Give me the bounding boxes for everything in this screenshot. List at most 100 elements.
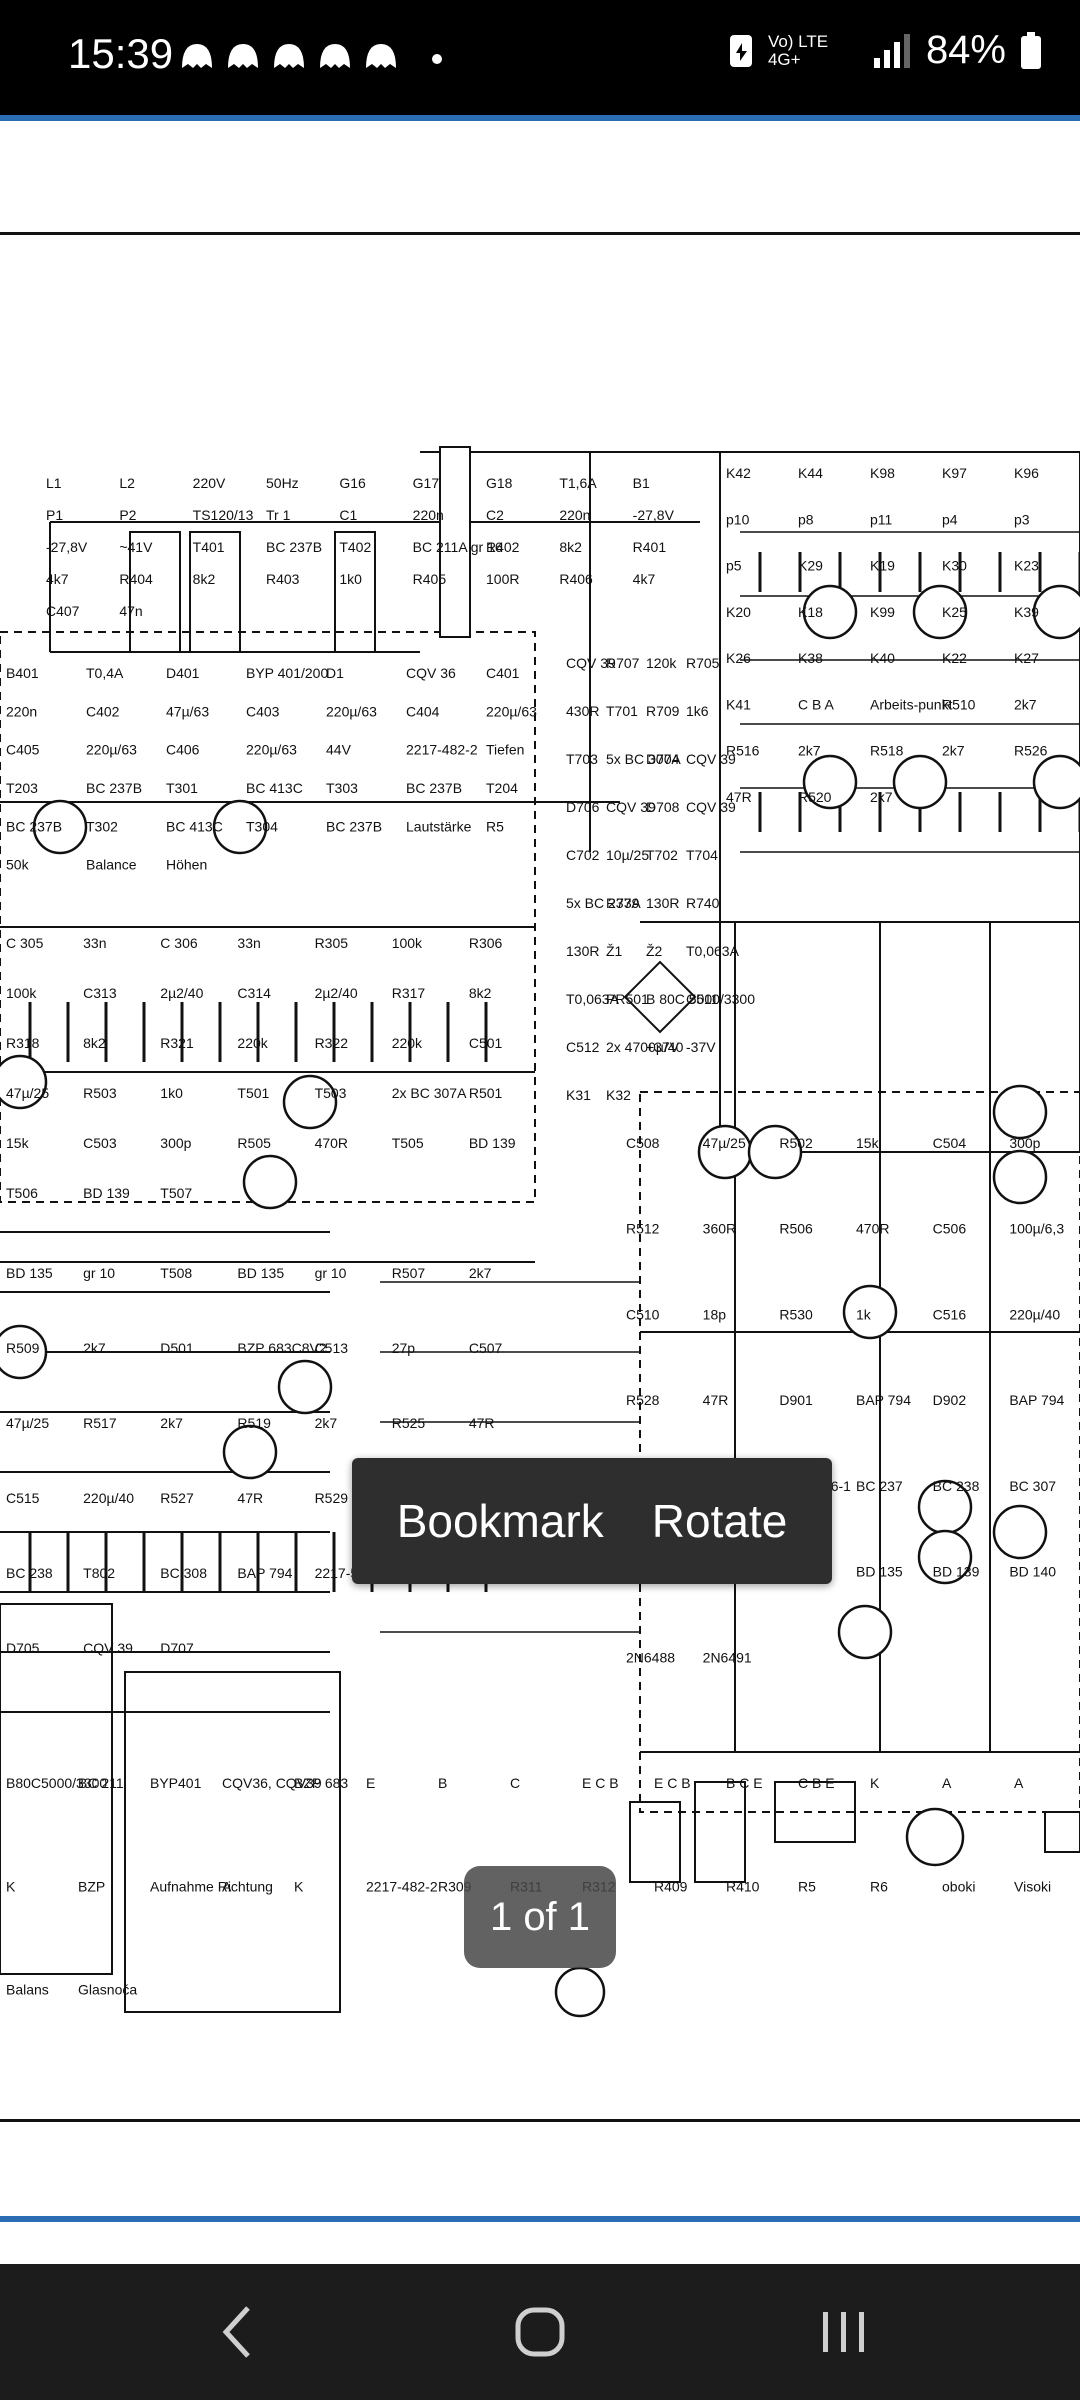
schematic-block (694, 1781, 746, 1883)
schematic-label: R5 (486, 818, 504, 834)
home-button[interactable] (440, 2264, 640, 2400)
schematic-label: R509 (6, 1340, 40, 1356)
schematic-label: L1 (46, 475, 62, 491)
schematic-block (439, 446, 471, 638)
schematic-label: Lautstärke (406, 818, 472, 834)
schematic-label: BD 135 (856, 1564, 903, 1580)
transistor-symbol (242, 1154, 298, 1210)
schematic-label: 47R (237, 1490, 263, 1506)
schematic-label: R739 (606, 895, 640, 911)
schematic-label: T802 (83, 1565, 115, 1581)
schematic-label: 1k0 (160, 1085, 183, 1101)
schematic-label: K40 (870, 650, 895, 666)
schematic-label: E (366, 1775, 375, 1791)
schematic-label: 220n (559, 507, 590, 523)
schematic-label: Aufnahme Richtung (150, 1878, 273, 1894)
schematic-label: C B A (798, 696, 834, 712)
recents-button[interactable] (744, 2264, 944, 2400)
schematic-label: C 305 (6, 935, 44, 951)
schematic-label: T506 (6, 1185, 38, 1201)
schematic-label: K42 (726, 465, 751, 481)
schematic-label: 1k (856, 1306, 872, 1322)
schematic-label: BC 237B (86, 780, 142, 796)
schematic-label: 18p (703, 1306, 727, 1322)
schematic-label: 2x 4700µ/40 (606, 1039, 684, 1055)
schematic-label: 100R (486, 571, 519, 587)
transistor-symbol (0, 1324, 48, 1380)
ghost-notification-icon (274, 44, 304, 68)
schematic-label: BC 307 (1009, 1478, 1056, 1494)
schematic-label: C515 (6, 1490, 40, 1506)
transistor-symbol (32, 799, 88, 855)
schematic-label: 300p (160, 1135, 191, 1151)
schematic-label: C516 (933, 1306, 967, 1322)
schematic-label: R516 (726, 743, 760, 759)
schematic-label: K19 (870, 558, 895, 574)
schematic-label: T303 (326, 780, 358, 796)
schematic-label: D401 (166, 665, 200, 681)
schematic-label: R507 (392, 1265, 426, 1281)
schematic-label: 100k (6, 985, 37, 1001)
schematic-label: K (6, 1878, 16, 1894)
schematic-label: C405 (6, 742, 40, 758)
schematic-block (124, 1671, 341, 2013)
schematic-label: BD 139 (469, 1135, 516, 1151)
schematic-label: B (438, 1775, 447, 1791)
schematic-label: 2k7 (83, 1340, 106, 1356)
transistor-symbol (905, 1807, 965, 1867)
schematic-label: 220V (193, 475, 226, 491)
schematic-label: C 306 (160, 935, 198, 951)
schematic-label: D707 (160, 1640, 194, 1656)
schematic-label: Balans (6, 1982, 49, 1998)
schematic-label: K29 (798, 558, 823, 574)
schematic-label: R512 (626, 1221, 660, 1237)
schematic-label: C510 (626, 1306, 660, 1322)
schematic-label: BC 211A gr 16 (413, 539, 503, 555)
schematic-label: T701 (606, 703, 638, 719)
schematic-label: T507 (160, 1185, 192, 1201)
schematic-label: K26 (726, 650, 751, 666)
schematic-label: 2k7 (469, 1265, 492, 1281)
schematic-label: 2x BC 307A (392, 1085, 467, 1101)
schematic-label: 220µ/40 (1009, 1306, 1060, 1322)
schematic-label: R402 (486, 539, 520, 555)
schematic-label: 2N6488 (626, 1649, 675, 1665)
schematic-label: D704 (646, 751, 680, 767)
schematic-label: TS120/13 (193, 507, 254, 523)
schematic-label: C B E (798, 1775, 835, 1791)
schematic-label: R321 (160, 1035, 194, 1051)
schematic-label: T402 (339, 539, 371, 555)
schematic-label: T501 (237, 1085, 269, 1101)
schematic-label: R510 (942, 696, 976, 712)
schematic-label: C501 (469, 1035, 503, 1051)
schematic-label: R503 (83, 1085, 117, 1101)
schematic-label: 47n (119, 603, 142, 619)
schematic-label: C313 (83, 985, 117, 1001)
schematic-label: 130R (566, 943, 599, 959)
schematic-label: G18 (486, 475, 513, 491)
more-notifications-dot (432, 54, 442, 64)
recents-bars-icon (823, 2312, 864, 2352)
schematic-label: C702 (566, 847, 600, 863)
schematic-label: K (294, 1878, 304, 1894)
schematic-label: 220µ/63 (86, 742, 137, 758)
schematic-label: K27 (1014, 650, 1039, 666)
schematic-label: 220n (413, 507, 444, 523)
schematic-label: Tiefen (486, 742, 524, 758)
schematic-label: R518 (870, 743, 904, 759)
schematic-label: 50Hz (266, 475, 299, 491)
schematic-label: C504 (933, 1135, 967, 1151)
schematic-label: BYP401 (150, 1775, 202, 1791)
schematic-label: 220µ/40 (83, 1490, 134, 1506)
bookmark-button[interactable]: Bookmark (396, 1495, 604, 1547)
page-border (0, 232, 1080, 2122)
top-accent-line (0, 115, 1080, 121)
rotate-button[interactable]: Rotate (651, 1495, 788, 1547)
ghost-notification-icon (366, 44, 396, 68)
transistor-symbol (842, 1284, 898, 1340)
schematic-label: D708 (646, 799, 680, 815)
schematic-label: B C E (726, 1775, 763, 1791)
back-button[interactable] (138, 2264, 338, 2400)
